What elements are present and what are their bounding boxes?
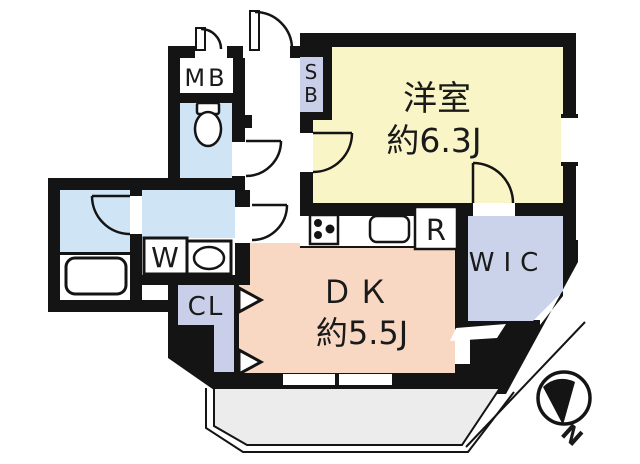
label-dk-name: ＤＫ bbox=[321, 273, 393, 311]
fixture-layer bbox=[64, 101, 459, 296]
washbasin-icon bbox=[185, 239, 233, 276]
label-washer: W bbox=[151, 241, 179, 274]
stove-icon bbox=[308, 213, 340, 246]
room-dk bbox=[245, 243, 455, 373]
label-western-room-name: 洋室 bbox=[403, 79, 471, 119]
door-toilet bbox=[245, 139, 283, 178]
room-closet-strip bbox=[214, 325, 235, 372]
site-boundary-line bbox=[465, 321, 586, 448]
window-balcony-left bbox=[283, 374, 335, 385]
door-wic bbox=[471, 161, 515, 204]
compass: N bbox=[536, 370, 592, 452]
sink-icon bbox=[368, 214, 411, 244]
door-washroom bbox=[251, 203, 289, 242]
toilet-icon bbox=[193, 101, 223, 148]
label-closet: CL bbox=[188, 292, 225, 322]
label-shoe-box-b: B bbox=[304, 83, 318, 107]
room-shoe-box bbox=[300, 57, 323, 112]
door-western-room bbox=[312, 131, 354, 174]
label-refrigerator: R bbox=[426, 213, 446, 247]
label-shoe-box-s: S bbox=[305, 60, 318, 84]
room-wic bbox=[468, 216, 563, 321]
balcony-outer-outline bbox=[205, 388, 515, 453]
bathtub-icon bbox=[64, 256, 128, 296]
label-wic: WIC bbox=[469, 248, 548, 278]
room-meter-box bbox=[180, 58, 233, 93]
label-dk-size: 約5.5J bbox=[316, 314, 408, 352]
opening-layer bbox=[60, 46, 578, 385]
room-hallway bbox=[245, 58, 300, 245]
refrigerator-box bbox=[413, 205, 459, 251]
door-entrance bbox=[249, 10, 294, 51]
room-dk-left-strip bbox=[237, 285, 245, 373]
balcony bbox=[205, 321, 586, 453]
window-western-room bbox=[561, 114, 578, 166]
door-meter-box bbox=[195, 27, 223, 51]
label-meter-box: MB bbox=[184, 64, 227, 92]
room-bathroom bbox=[60, 190, 130, 253]
label-layer: MB S B 洋室 約6.3J W CL ＤＫ 約5.5J R WIC bbox=[151, 60, 548, 352]
compass-needle bbox=[543, 378, 575, 425]
balcony-floor bbox=[213, 387, 502, 446]
closet-folding-door bbox=[237, 285, 265, 377]
window-balcony-right bbox=[339, 374, 392, 385]
room-washroom bbox=[142, 190, 235, 238]
door-layer bbox=[90, 10, 515, 377]
window-wic bbox=[450, 324, 506, 341]
door-bathroom bbox=[90, 194, 131, 236]
room-layer bbox=[60, 47, 563, 373]
label-western-room-size: 約6.3J bbox=[386, 121, 481, 160]
room-closet bbox=[178, 285, 235, 325]
room-western bbox=[313, 47, 563, 203]
